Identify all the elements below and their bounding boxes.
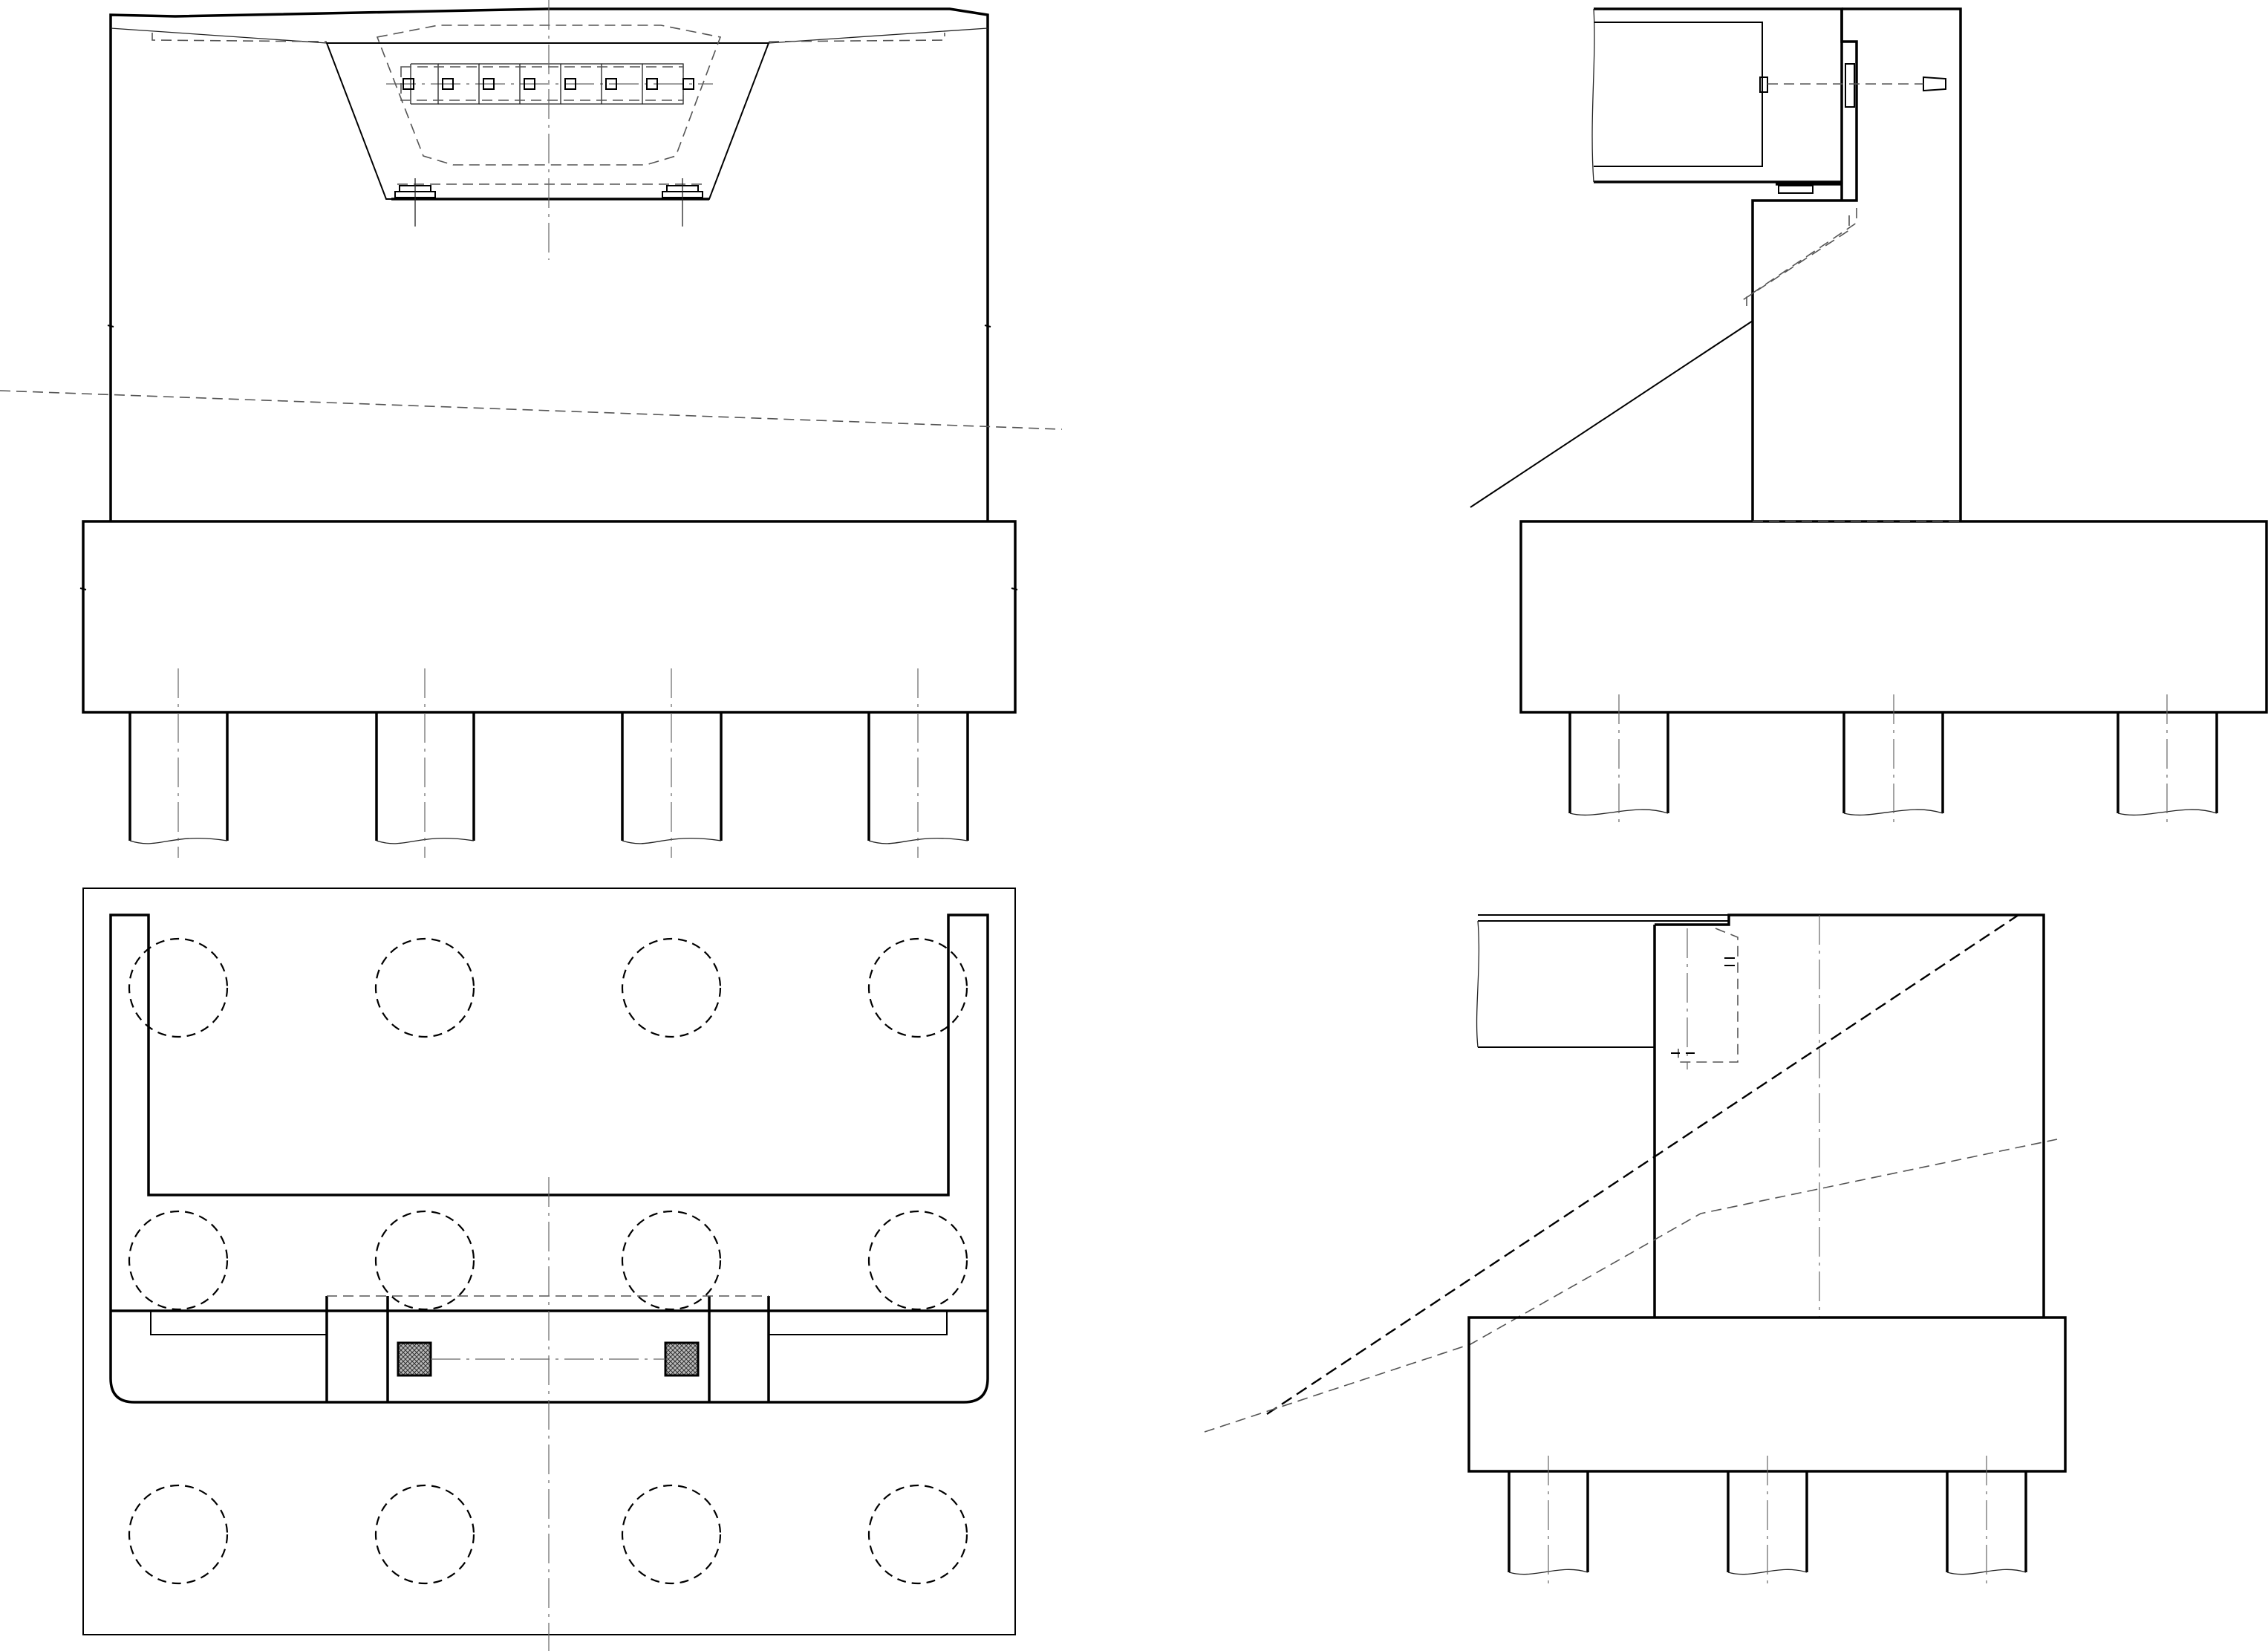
girder-end <box>1594 7 1843 183</box>
lower-ground-line <box>1204 1139 2058 1433</box>
abutment-wall-outline <box>109 7 989 521</box>
ground-line <box>0 390 1063 430</box>
box-girder-inner-dashed <box>376 25 722 166</box>
front-elevation-view <box>0 0 1063 858</box>
side-pile-cap <box>1519 520 2268 714</box>
bearing-left <box>394 178 436 227</box>
side-piles-upper <box>1568 694 2218 826</box>
plan-pile-cap <box>82 888 1016 1635</box>
side-section-lower <box>1204 914 2067 1586</box>
side-piles-lower <box>1508 1456 2027 1586</box>
crown-line <box>110 27 988 44</box>
backwall-outline <box>1751 7 1962 521</box>
lower-slope-line <box>1266 914 2019 1415</box>
parapet-dashed <box>151 33 945 42</box>
bearing-plate-right <box>664 1341 700 1377</box>
lower-pile-cap <box>1467 1316 2067 1473</box>
pile-cap <box>82 520 1017 714</box>
plan-piles <box>128 937 968 1585</box>
bearing-plate-left <box>397 1341 432 1377</box>
side-section-upper <box>1470 7 2268 826</box>
piles-front <box>128 668 969 858</box>
bearing-right <box>662 178 703 227</box>
plan-wall-outline <box>109 914 989 1404</box>
lower-wall-outline <box>1653 914 2045 1318</box>
anchor-row <box>386 63 713 105</box>
embankment-slope <box>1470 320 1753 508</box>
plan-view <box>82 888 1016 1651</box>
box-girder-outline <box>325 42 770 200</box>
